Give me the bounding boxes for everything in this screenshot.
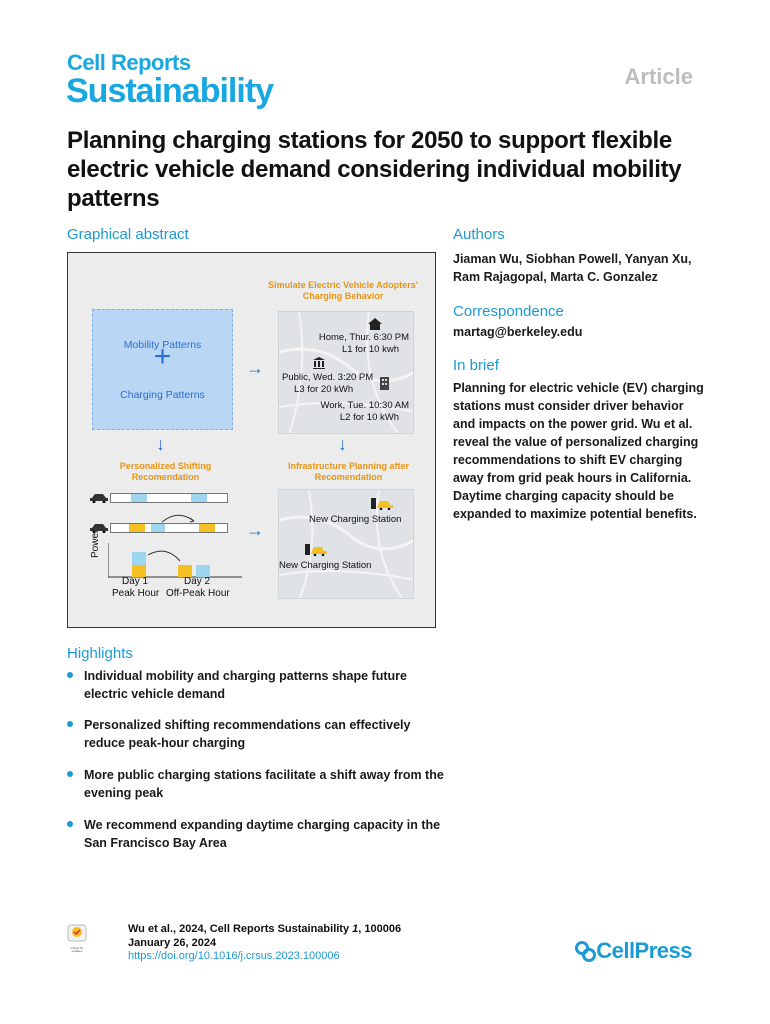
in-brief-line: expanded to maximize potential benefits. (453, 507, 697, 521)
right-arrow-icon: → (246, 520, 264, 540)
cellpress-wordmark: CellPress (596, 938, 692, 963)
citation-volume: 1 (352, 923, 359, 935)
publication-date: January 26, 2024 (128, 937, 217, 949)
doi-link[interactable]: https://doi.org/10.1016/j.crsus.2023.100… (128, 950, 340, 962)
peak-hour-label: Peak Hour (112, 588, 160, 599)
power-axis-label: Power (90, 529, 101, 558)
authors-line1: Jiaman Wu, Siobhan Powell, Yanyan Xu, (453, 252, 692, 266)
authors-heading: Authors (453, 226, 505, 243)
power-chart (108, 543, 242, 578)
citation-number: , 100006 (358, 923, 402, 935)
car-icon (90, 524, 108, 533)
day1-label: Day 1 (122, 576, 149, 587)
charging-station-icon (305, 544, 327, 556)
work-building-icon (380, 377, 389, 390)
home-event-charge: L1 for 10 kwh (341, 344, 399, 355)
in-brief-heading: In brief (453, 357, 499, 374)
graphical-abstract-figure: Simulate Electric Vehicle Adopters' Char… (67, 252, 436, 628)
highlight-line: evening peak (84, 786, 164, 800)
highlights-heading: Highlights (67, 645, 133, 662)
in-brief-line: reveal the value of personalized chargin… (453, 435, 699, 449)
citation-line: Wu et al., 2024, Cell Reports Sustainabi… (128, 922, 401, 936)
in-brief-line: away from grid peak hours in California. (453, 471, 692, 485)
car-icon (90, 494, 108, 503)
correspondence-email[interactable]: martag@berkeley.edu (453, 325, 583, 339)
public-event-time: Public, Wed. 3:20 PM (282, 372, 374, 383)
right-arrow-icon: → (246, 358, 264, 378)
article-type-label: Article (624, 64, 693, 89)
check-for-updates-label: Check for updates (70, 946, 84, 953)
journal-name-line1: Cell Reports (67, 50, 191, 75)
public-event-charge: L3 for 20 kWh (294, 384, 354, 395)
highlight-line: electric vehicle demand (84, 687, 226, 701)
charging-patterns-label: Charging Patterns (120, 389, 205, 401)
day2-label: Day 2 (184, 576, 211, 587)
highlight-line: Individual mobility and charging pattern… (84, 669, 407, 683)
infrastructure-title: Infrastructure Planning after Recomendat… (287, 461, 410, 482)
highlight-line: reduce peak-hour charging (84, 736, 246, 750)
timeline-bar-after (110, 523, 228, 533)
in-brief-text: Planning for electric vehicle (EV) charg… (453, 379, 723, 523)
home-event-time: Home, Thur. 6:30 PM (318, 332, 409, 343)
map-roads-graphic (279, 312, 413, 433)
public-building-icon (313, 357, 325, 369)
map-roads-graphic (279, 490, 413, 598)
highlight-line: San Francisco Bay Area (84, 836, 227, 850)
bullet-icon (67, 821, 73, 827)
in-brief-line: Daytime charging capacity should be (453, 489, 674, 503)
work-event-time: Work, Tue. 10:30 AM (320, 400, 409, 411)
article-title: Planning charging stations for 2050 to s… (67, 127, 682, 212)
highlight-item: More public charging stations facilitate… (67, 766, 447, 802)
plus-icon: + (153, 340, 172, 373)
citation-text: Wu et al., 2024, Cell Reports Sustainabi… (128, 923, 353, 935)
highlight-line: Personalized shifting recommendations ca… (84, 718, 411, 732)
down-arrow-icon: ↓ (338, 434, 347, 454)
patterns-box: Mobility Patterns + Charging Patterns (92, 309, 233, 430)
journal-name-line2: Sustainability (66, 72, 274, 110)
authors-line2: Ram Rajagopal, Marta C. Gonzalez (453, 270, 658, 284)
bullet-icon (67, 672, 73, 678)
highlight-line: We recommend expanding daytime charging … (84, 818, 441, 832)
highlight-item: We recommend expanding daytime charging … (67, 816, 447, 852)
new-station-label-2: New Charging Station (279, 560, 372, 571)
simulation-map: Home, Thur. 6:30 PM L1 for 10 kwh Public… (278, 311, 414, 434)
infrastructure-map: New Charging Station New Charging Statio… (278, 489, 414, 599)
cellpress-logo: CellPress (574, 938, 692, 964)
simulate-title: Simulate Electric Vehicle Adopters' Char… (268, 280, 418, 301)
mobility-patterns-label: Mobility Patterns (123, 339, 202, 351)
correspondence-heading: Correspondence (453, 303, 564, 320)
down-arrow-icon: ↓ (156, 434, 165, 454)
offpeak-hour-label: Off-Peak Hour (166, 588, 230, 599)
highlight-item: Personalized shifting recommendations ca… (67, 716, 447, 752)
graphical-abstract-heading: Graphical abstract (67, 226, 189, 243)
bullet-icon (67, 771, 73, 777)
highlight-line: More public charging stations facilitate… (84, 768, 444, 782)
in-brief-line: recommendations to shift EV charging (453, 453, 683, 467)
timeline-bar-before (110, 493, 228, 503)
work-event-charge: L2 for 10 kWh (339, 412, 399, 423)
cellpress-logo-icon (575, 941, 597, 962)
in-brief-line: stations must consider driver behavior (453, 399, 684, 413)
in-brief-line: and impacts on the power grid. Wu et al. (453, 417, 693, 431)
new-station-label-1: New Charging Station (309, 514, 402, 525)
check-for-updates-badge[interactable]: Check for updates (66, 924, 88, 953)
shift-arrow-graphic (161, 514, 195, 523)
bullet-icon (67, 721, 73, 727)
check-for-updates-icon (67, 924, 87, 942)
in-brief-line: Planning for electric vehicle (EV) charg… (453, 381, 704, 395)
highlight-item: Individual mobility and charging pattern… (67, 667, 447, 703)
shifting-title: Personalized Shifting Recomendation (119, 461, 212, 482)
charging-station-icon (371, 498, 393, 510)
home-icon (368, 318, 382, 330)
